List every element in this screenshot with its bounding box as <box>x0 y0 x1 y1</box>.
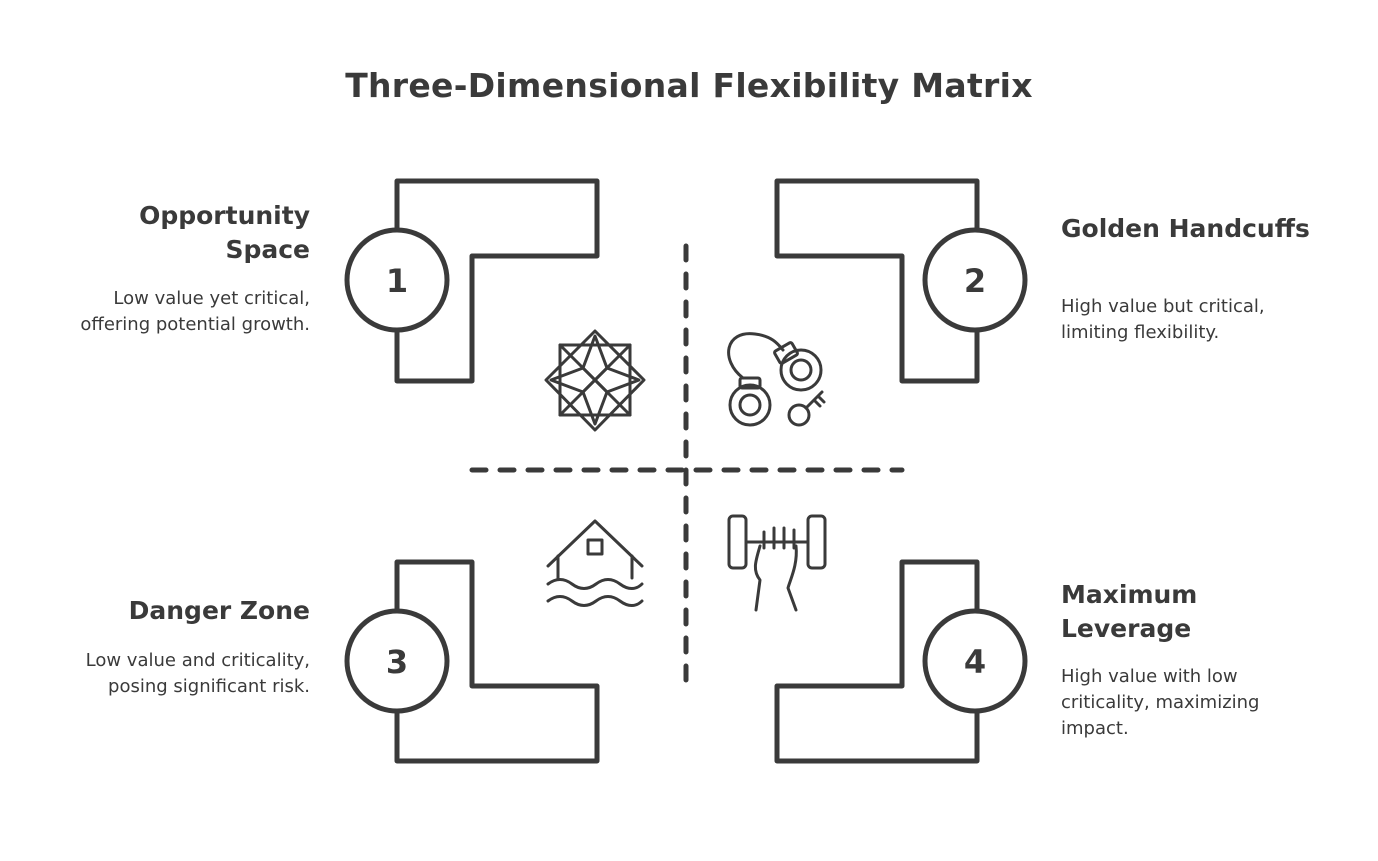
compass-star-icon <box>544 329 646 432</box>
quadrant-4-shape: 4 <box>774 559 1028 764</box>
quadrant-3-title: Danger Zone <box>128 596 310 625</box>
quadrant-2-shape: 2 <box>774 178 1028 384</box>
quadrant-1-title: Opportunity Space <box>139 201 310 264</box>
quadrant-3-description: Low value and criticality, posing signif… <box>85 650 310 697</box>
diagram-title: Three-Dimensional Flexibility Matrix <box>345 66 1033 105</box>
quadrant-3-number: 3 <box>386 643 408 681</box>
quadrant-4-number: 4 <box>964 643 986 681</box>
quadrant-1-number: 1 <box>386 262 408 300</box>
handcuffs-key-icon <box>727 332 826 427</box>
quadrant-1-shape: 1 <box>344 178 600 384</box>
quadrant-1-description: Low value yet critical, offering potenti… <box>80 288 310 335</box>
flooded-house-icon <box>546 519 644 607</box>
quadrant-4-title: Maximum Leverage <box>1061 580 1198 643</box>
quadrant-2-description: High value but critical, limiting flexib… <box>1061 296 1265 343</box>
dumbbell-hand-icon <box>727 514 827 612</box>
quadrant-4-description: High value with low criticality, maximiz… <box>1061 666 1260 739</box>
quadrant-2-number: 2 <box>964 262 986 300</box>
quadrant-2-title: Golden Handcuffs <box>1061 214 1310 243</box>
quadrant-3-shape: 3 <box>344 559 600 764</box>
